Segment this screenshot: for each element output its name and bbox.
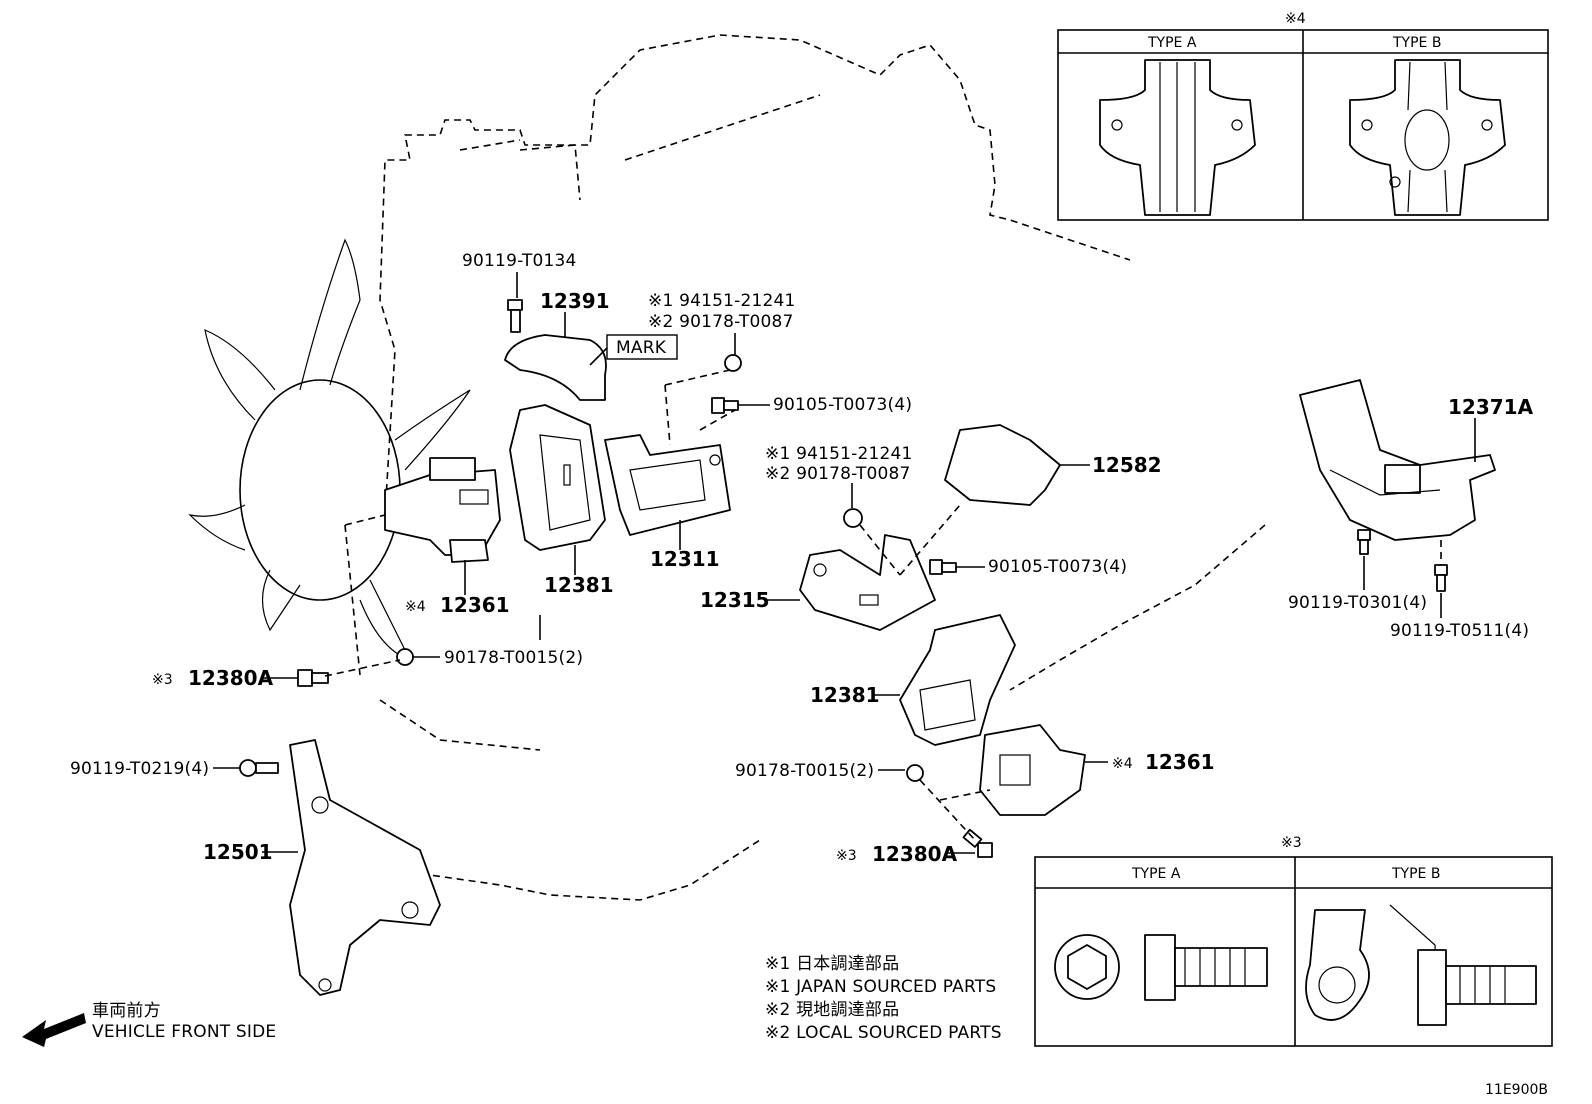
- front-label-jp: 車両前方: [92, 1001, 161, 1021]
- bolt-90119-T0301-icon: [1357, 529, 1371, 555]
- label-note2-mid: ※2 90178-T0087: [765, 464, 911, 484]
- label-12380A-left-mark: ※3: [152, 672, 173, 688]
- label-12361-right-mark: ※4: [1112, 756, 1133, 772]
- label-12391: 12391: [540, 289, 610, 313]
- nut-top-icon: [724, 354, 742, 372]
- type-b-bolt-icon: [1305, 904, 1537, 1026]
- label-12361-left: 12361: [440, 593, 510, 617]
- fan-outline: [188, 238, 471, 662]
- part-12501: [289, 739, 441, 996]
- legend-line-2: ※1 JAPAN SOURCED PARTS: [765, 977, 996, 997]
- label-90119-T0511: 90119-T0511(4): [1390, 621, 1529, 641]
- label-12501: 12501: [203, 840, 273, 864]
- label-12380A-left: 12380A: [188, 666, 274, 690]
- type-box-3: ※3 TYPE A TYPE B: [1034, 835, 1553, 1047]
- label-bolt-top: 90119-T0134: [462, 251, 577, 271]
- nut-90178-right-icon: [906, 764, 924, 782]
- part-12315: [799, 534, 936, 631]
- label-12582: 12582: [1092, 453, 1162, 477]
- nut-mid-icon: [843, 508, 863, 528]
- part-12361-right: [979, 724, 1086, 816]
- part-12381-right: [899, 614, 1016, 746]
- label-nut-right: 90178-T0015(2): [735, 761, 874, 781]
- bolt-90119-T0219-icon: [239, 759, 279, 777]
- part-12311: [604, 434, 731, 536]
- mark-box: [606, 334, 678, 360]
- label-mark: MARK: [616, 338, 667, 358]
- part-12582: [944, 424, 1061, 506]
- bolt-90105-mid-icon: [929, 559, 957, 575]
- type-box-4: ※4 TYPE A TYPE B: [1057, 11, 1549, 221]
- type-box-4-title: ※4: [1285, 11, 1306, 27]
- label-12381-right: 12381: [810, 683, 880, 707]
- label-12361-left-mark: ※4: [405, 599, 426, 615]
- part-12391: [504, 334, 607, 401]
- label-bolt-12501: 90119-T0219(4): [70, 759, 209, 779]
- label-12380A-right-mark: ※3: [836, 848, 857, 864]
- bolt-12380A-left-icon: [297, 669, 329, 687]
- label-nut-left: 90178-T0015(2): [444, 648, 583, 668]
- bolt-90119-T0511-icon: [1434, 564, 1448, 592]
- type-box-3-type-b: TYPE B: [1391, 866, 1440, 882]
- type-a-plate-icon: [1099, 59, 1256, 216]
- label-note2-top: ※2 90178-T0087: [648, 312, 794, 332]
- legend-line-4: ※2 LOCAL SOURCED PARTS: [765, 1023, 1002, 1043]
- label-12315: 12315: [700, 588, 770, 612]
- part-12371A: [1299, 379, 1496, 541]
- dashed-guides: [324, 369, 1442, 841]
- label-12371A: 12371A: [1448, 395, 1534, 419]
- type-box-3-type-a: TYPE A: [1131, 866, 1181, 882]
- label-12311: 12311: [650, 547, 720, 571]
- bolt-90119-T0134-icon: [507, 299, 523, 333]
- type-box-3-title: ※3: [1281, 835, 1302, 851]
- vehicle-front-indicator: 車両前方 VEHICLE FRONT SIDE: [22, 1001, 276, 1047]
- label-90119-T0301: 90119-T0301(4): [1288, 593, 1427, 613]
- legend: ※1 日本調達部品 ※1 JAPAN SOURCED PARTS ※2 現地調達…: [765, 954, 1002, 1043]
- label-12380A-right: 12380A: [872, 842, 958, 866]
- legend-line-3: ※2 現地調達部品: [765, 1000, 899, 1020]
- part-labels: 90119-T0134 12391 MARK ※1 94151-21241 ※2…: [70, 251, 1534, 866]
- engine-outline: [344, 34, 1266, 901]
- leader-lines: [213, 272, 1476, 854]
- front-label-en: VEHICLE FRONT SIDE: [92, 1022, 276, 1042]
- type-box-4-type-a: TYPE A: [1147, 35, 1197, 51]
- part-12361-left: [384, 457, 501, 563]
- label-12381-left: 12381: [544, 573, 614, 597]
- type-a-bolt-icon: [1054, 934, 1268, 1001]
- arrow-left-icon: [22, 1013, 86, 1047]
- legend-line-1: ※1 日本調達部品: [765, 954, 899, 974]
- label-90105-mid: 90105-T0073(4): [988, 557, 1127, 577]
- part-12381-left: [509, 404, 606, 551]
- label-90105-top: 90105-T0073(4): [773, 395, 912, 415]
- label-note1-mid: ※1 94151-21241: [765, 444, 913, 464]
- label-note1-top: ※1 94151-21241: [648, 291, 796, 311]
- label-12361-right: 12361: [1145, 750, 1215, 774]
- diagram-code: 11E900B: [1485, 1082, 1548, 1098]
- nut-90178-left-icon: [396, 648, 414, 666]
- type-b-plate-icon: [1349, 59, 1506, 216]
- type-box-4-type-b: TYPE B: [1392, 35, 1441, 51]
